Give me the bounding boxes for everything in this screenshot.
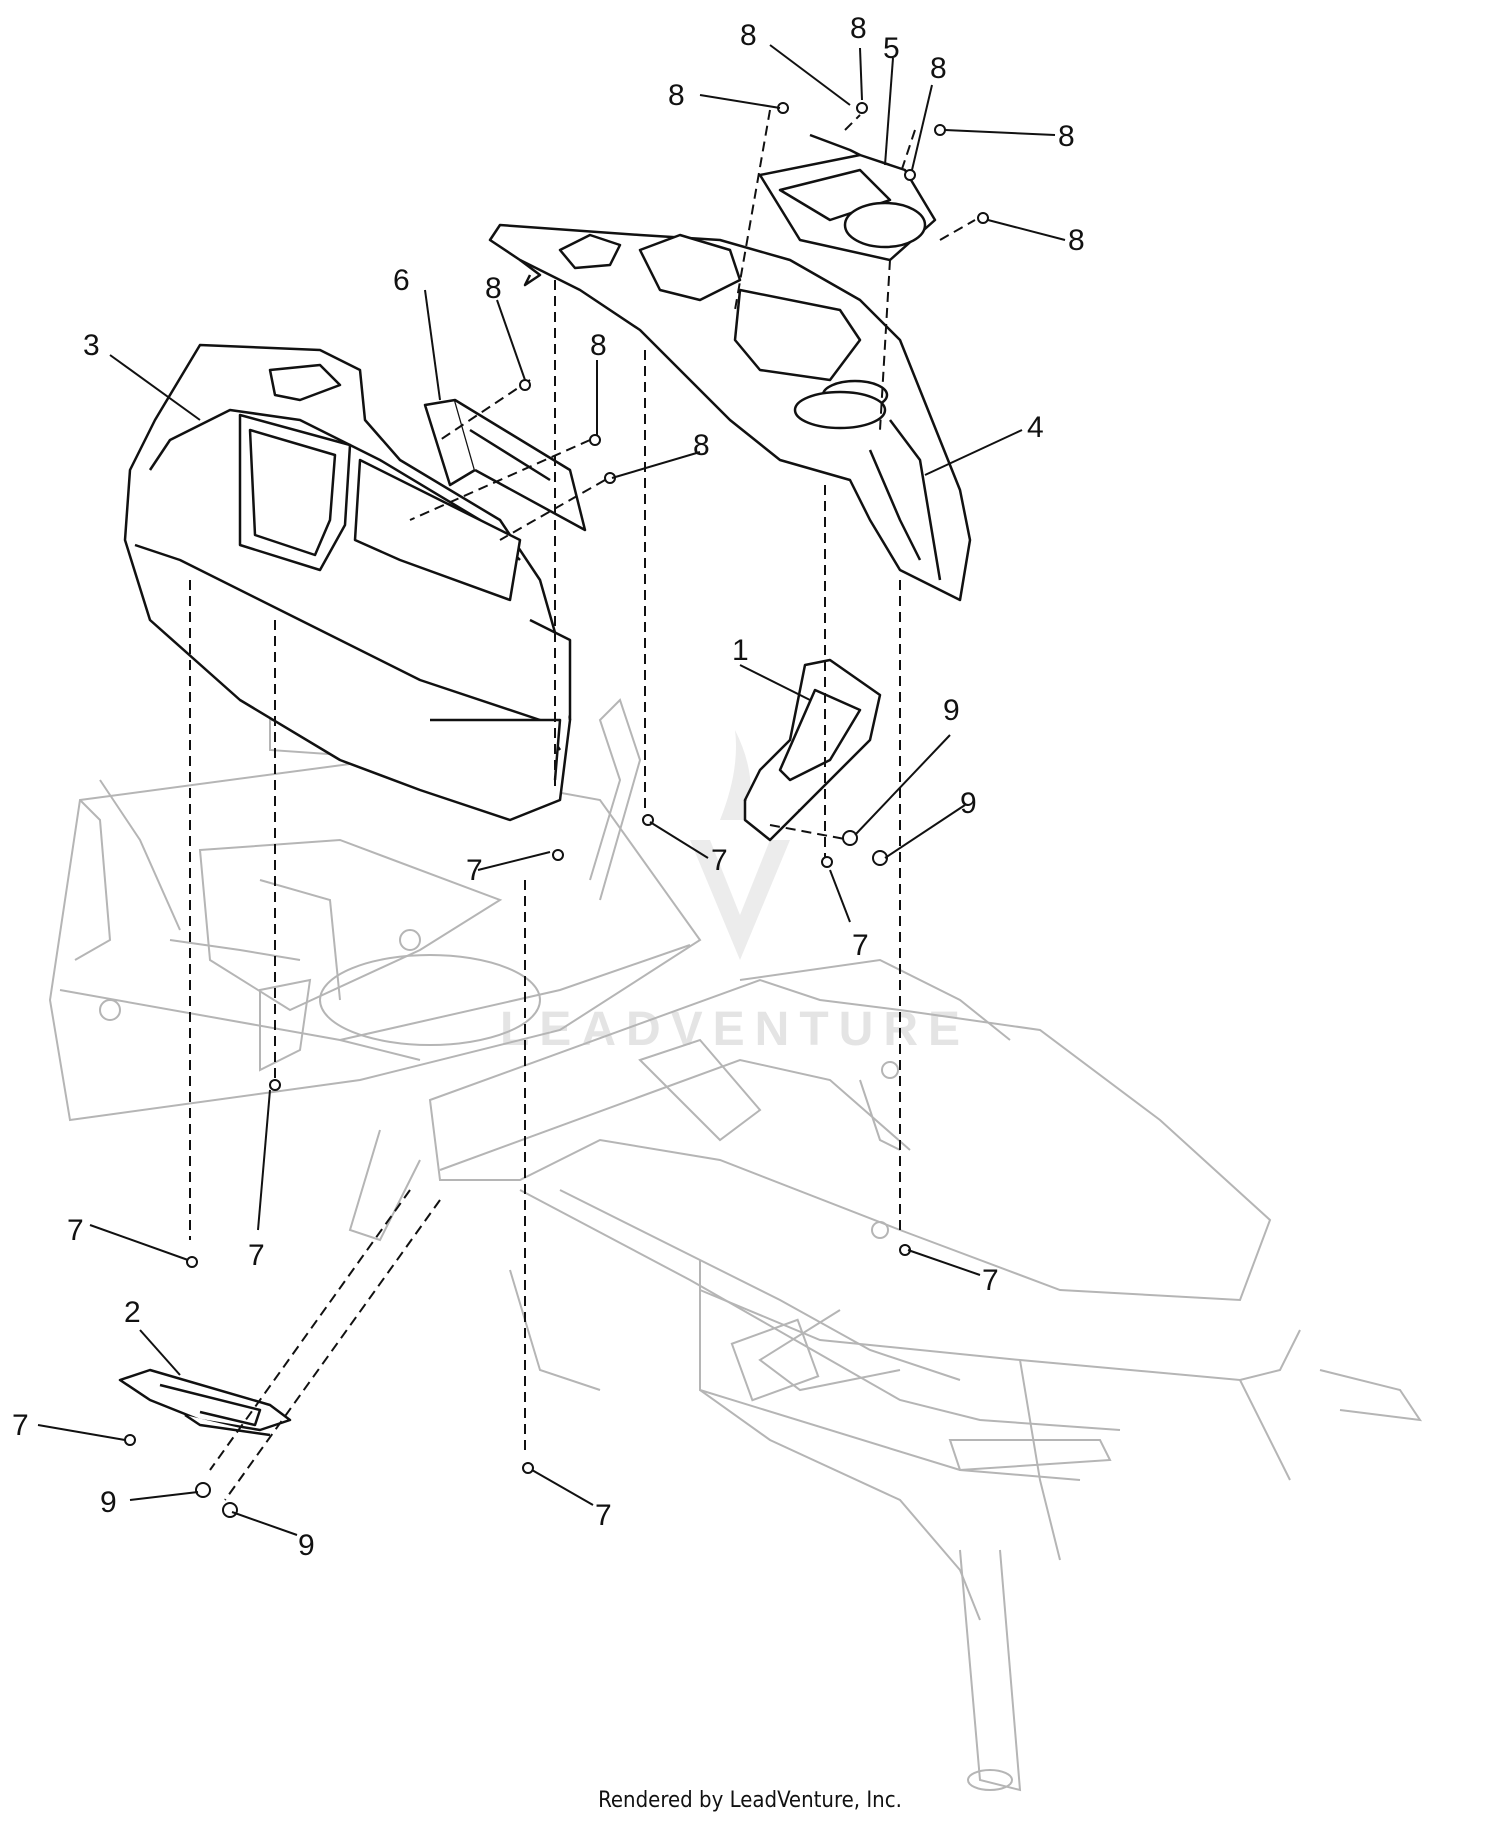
callout-8: 8: [850, 12, 867, 45]
callout-7: 7: [466, 854, 483, 887]
bolt-icon: [522, 1462, 534, 1474]
callout-9: 9: [960, 787, 977, 820]
callout-8: 8: [1058, 120, 1075, 153]
assembly-lines: [189, 109, 976, 1501]
callout-9: 9: [943, 694, 960, 727]
part-2-bracket: [118, 1368, 292, 1437]
fasteners: [124, 102, 989, 1518]
bolt-icon: [186, 1256, 198, 1268]
part-1-bracket: [743, 658, 882, 842]
callout-2: 2: [124, 1296, 141, 1329]
callout-7: 7: [852, 929, 869, 962]
callout-8: 8: [930, 52, 947, 85]
screw-icon: [519, 379, 531, 391]
nut-icon: [222, 1502, 238, 1518]
callout-1: 1: [732, 634, 749, 667]
callout-5: 5: [883, 32, 900, 65]
nut-icon: [195, 1482, 211, 1498]
bolt-icon: [124, 1434, 136, 1446]
bolt-icon: [269, 1079, 281, 1091]
callout-9: 9: [100, 1486, 117, 1519]
part-6-bracket: [423, 398, 587, 532]
callout-7: 7: [711, 844, 728, 877]
leader-lines: [37, 44, 1066, 1536]
part-3-left-console: [123, 343, 572, 822]
watermark-logo-icon: [690, 730, 790, 960]
bolt-icon: [552, 849, 564, 861]
screw-icon: [977, 212, 989, 224]
footer-credit: Rendered by LeadVenture, Inc.: [598, 1788, 902, 1813]
part-5-top-plate: [758, 133, 937, 262]
callout-8: 8: [590, 329, 607, 362]
callout-8: 8: [1068, 224, 1085, 257]
callout-9: 9: [298, 1529, 315, 1562]
callout-4: 4: [1027, 411, 1044, 444]
nut-icon: [872, 850, 888, 866]
callout-7: 7: [248, 1239, 265, 1272]
callout-8: 8: [668, 79, 685, 112]
callout-7: 7: [595, 1499, 612, 1532]
callout-8: 8: [485, 272, 502, 305]
callout-7: 7: [982, 1264, 999, 1297]
nut-icon: [842, 830, 858, 846]
bolt-icon: [821, 856, 833, 868]
screw-icon: [589, 434, 601, 446]
screw-icon: [934, 124, 946, 136]
callout-8: 8: [693, 429, 710, 462]
part-4-right-console: [488, 223, 972, 602]
callout-3: 3: [83, 329, 100, 362]
chassis-frame: [48, 698, 1423, 1792]
callout-labels: 1 2 3 4 5 6 7 7 7 7 7 7 7 7 8 8 8 8 8 8 …: [12, 12, 1085, 1562]
callout-8: 8: [740, 19, 757, 52]
callout-7: 7: [12, 1409, 29, 1442]
screw-icon: [856, 102, 868, 114]
callout-7: 7: [67, 1214, 84, 1247]
callout-6: 6: [393, 264, 410, 297]
screw-icon: [904, 169, 916, 181]
